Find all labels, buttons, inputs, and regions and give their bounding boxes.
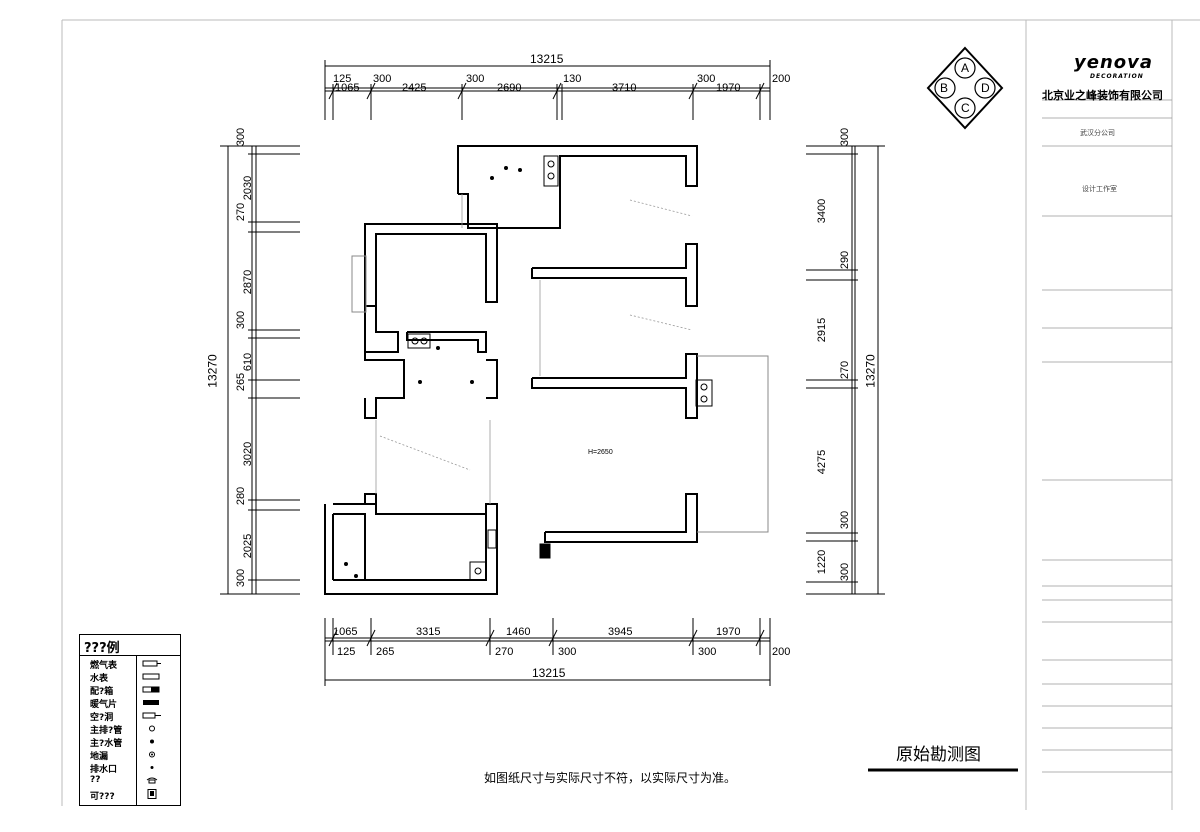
- right-dim-8: 1220: [816, 549, 829, 575]
- bottom-dim-2: 3315: [416, 626, 441, 638]
- top-dim-1: 125: [333, 73, 352, 85]
- left-dim-3: 270: [235, 202, 248, 222]
- right-dim-3: 290: [839, 250, 852, 270]
- legend-item-radiator: 暖气片: [80, 697, 180, 710]
- top-dim-5: 300: [697, 73, 716, 85]
- branch-name: 武汉分公司: [1080, 129, 1115, 137]
- bottom-dim-6: 125: [337, 646, 356, 658]
- legend-item-drain-pipe: 主排?管: [80, 723, 180, 736]
- top-dim-7: 1065: [335, 82, 360, 94]
- title-block: yenova DECORATION 北京业之峰装饰有限公司 武汉分公司 设计工作…: [1032, 40, 1172, 810]
- bottom-dim-1: 1065: [333, 626, 358, 638]
- fixtures: [344, 155, 713, 581]
- compass-diamond: [926, 46, 1004, 130]
- left-dim-2: 2030: [242, 175, 255, 201]
- legend-item-ac-hole: 空?洞: [80, 710, 180, 723]
- compass-label-d: D: [981, 81, 990, 95]
- distribution-box-icon: [142, 686, 160, 693]
- top-dim-6: 200: [772, 73, 791, 85]
- phone-icon: [146, 777, 158, 784]
- right-dim-4: 2915: [816, 317, 829, 343]
- left-dim-4: 2870: [242, 269, 255, 295]
- water-pipe-icon: [150, 739, 154, 744]
- floor-drain-icon: [149, 751, 155, 758]
- top-dim-11: 1970: [716, 82, 741, 94]
- left-dim-9: 280: [235, 486, 248, 506]
- left-dim-10: 2025: [242, 533, 255, 559]
- top-dimension-chain: [324, 60, 771, 120]
- compass-label-a: A: [961, 61, 970, 75]
- right-dim-5: 270: [839, 360, 852, 380]
- bottom-dim-11: 200: [772, 646, 791, 658]
- right-dim-6: 4275: [816, 449, 829, 475]
- legend-title: ???例: [84, 641, 120, 656]
- bottom-dim-10: 300: [698, 646, 717, 658]
- outlet-icon: [150, 766, 154, 769]
- bottom-dimension-chain: [324, 618, 771, 686]
- left-dim-5: 300: [235, 310, 248, 330]
- ac-hole-icon: [142, 712, 161, 719]
- legend-item-water-meter: 水表: [80, 671, 180, 684]
- legend-item-distribution-box: 配?箱: [80, 684, 180, 697]
- bottom-dim-9: 300: [558, 646, 577, 658]
- legend-item-phone: ??: [80, 775, 180, 787]
- company-logo: yenova: [1074, 52, 1154, 73]
- legend-item-gas-meter: 燃气表: [80, 658, 180, 671]
- radiator-icon: [143, 700, 159, 705]
- drain-pipe-icon: [149, 725, 155, 732]
- design-studio-label: 设计工作室: [1082, 185, 1117, 193]
- right-total-dimension: 13270: [863, 354, 878, 388]
- bottom-dim-8: 270: [495, 646, 514, 658]
- water-meter-icon: [142, 673, 160, 680]
- compass-label-b: B: [940, 81, 949, 95]
- bottom-dim-5: 1970: [716, 626, 741, 638]
- drawing-note: 如图纸尺寸与实际尺寸不符，以实际尺寸为准。: [484, 771, 737, 785]
- bottom-dim-4: 3945: [608, 626, 633, 638]
- top-dim-3: 300: [466, 73, 485, 85]
- top-total-dimension: 13215: [530, 52, 564, 66]
- right-dim-7: 300: [839, 510, 852, 530]
- right-dim-1: 300: [839, 127, 852, 147]
- company-logo-subtitle: DECORATION: [1090, 73, 1144, 80]
- left-dim-11: 300: [235, 568, 248, 588]
- gas-meter-icon: [142, 660, 161, 667]
- bottom-dim-3: 1460: [506, 626, 531, 638]
- ceiling-height-label: H=2650: [588, 449, 613, 456]
- legend-item-water-pipe: 主?水管: [80, 736, 180, 749]
- top-dim-2: 300: [373, 73, 392, 85]
- intercom-icon: [147, 789, 157, 799]
- right-dim-9: 300: [839, 562, 852, 582]
- top-dim-9: 2690: [497, 82, 522, 94]
- top-dim-8: 2425: [402, 82, 427, 94]
- left-total-dimension: 13270: [205, 354, 220, 388]
- bottom-dim-7: 265: [376, 646, 395, 658]
- legend-table: ???例 燃气表 水表 配?箱 暖气片 空?洞 主排?管 主?水管 地漏 排水口…: [79, 634, 181, 806]
- left-dimension-chain: [220, 145, 300, 595]
- drawing-title: 原始勘测图: [896, 745, 981, 765]
- floor-plan-walls: [324, 145, 769, 595]
- right-dimension-chain: [806, 145, 885, 595]
- bottom-total-dimension: 13215: [532, 666, 566, 680]
- top-dim-10: 3710: [612, 82, 637, 94]
- left-dim-6: 610: [242, 352, 255, 372]
- compass-label-c: C: [961, 101, 970, 115]
- right-dim-2: 3400: [816, 198, 829, 224]
- legend-item-floor-drain: 地漏: [80, 749, 180, 762]
- legend-item-intercom: 可???: [80, 789, 180, 802]
- left-dim-8: 3020: [242, 441, 255, 467]
- left-dim-7: 265: [235, 372, 248, 392]
- company-name: 北京业之峰装饰有限公司: [1042, 89, 1163, 102]
- left-dim-1: 300: [235, 127, 248, 147]
- top-dim-4: 130: [563, 73, 582, 85]
- legend-item-outlet: 排水口: [80, 762, 180, 775]
